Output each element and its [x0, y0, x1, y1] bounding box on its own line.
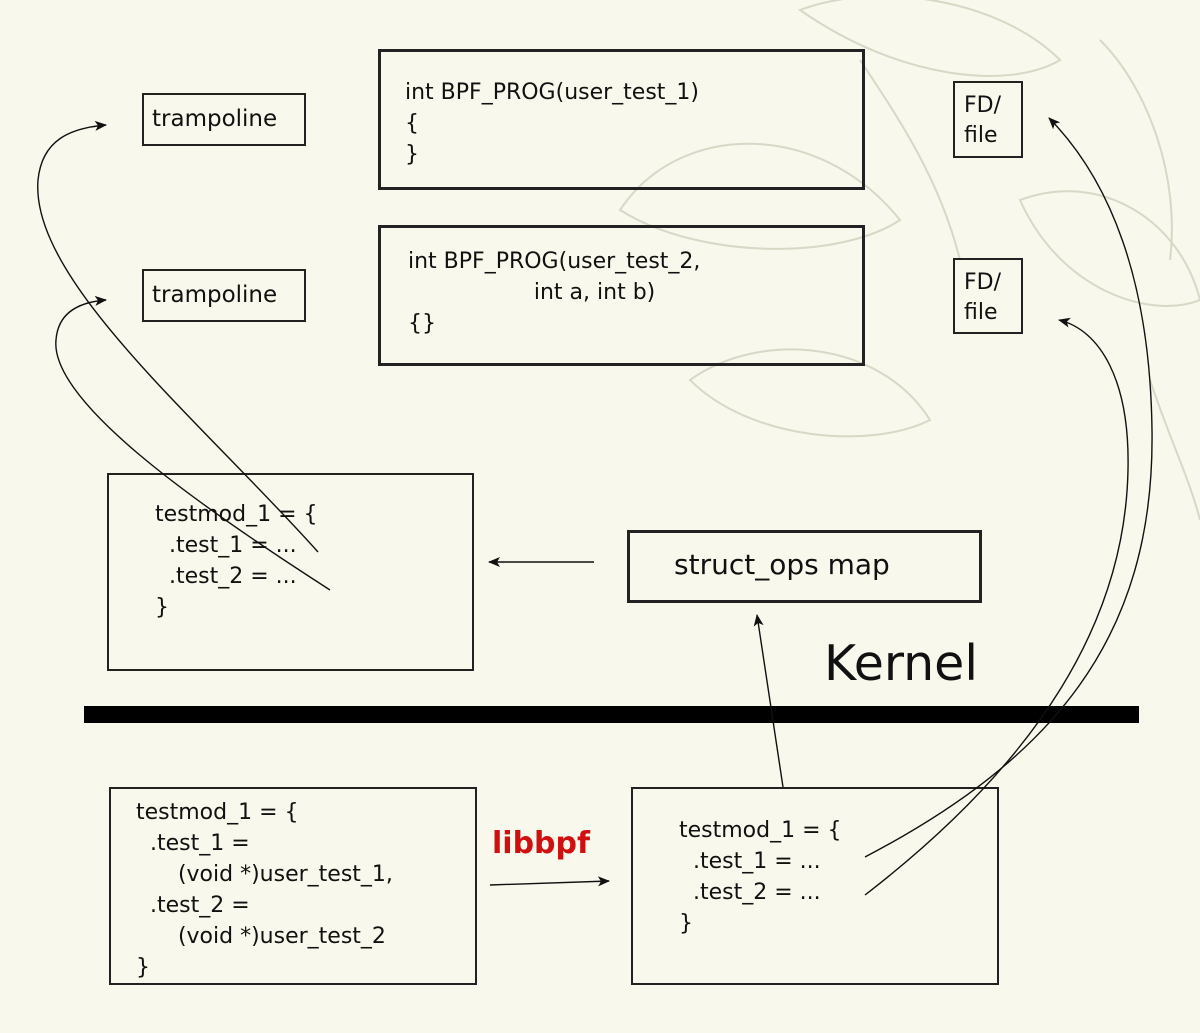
- user-source-box: testmod_1 = { .test_1 = (void *)user_tes…: [109, 787, 477, 985]
- code-line: }: [405, 142, 419, 167]
- user-source-code: testmod_1 = { .test_1 = (void *)user_tes…: [136, 797, 393, 983]
- code-line: (void *)user_test_1,: [136, 862, 393, 887]
- code-line: }: [136, 955, 150, 980]
- code-line: testmod_1 = {: [136, 800, 299, 825]
- code-line: .test_1 = ...: [155, 533, 297, 558]
- kernel-label: Kernel: [824, 635, 978, 692]
- code-line: testmod_1 = {: [679, 818, 842, 843]
- test2-to-fd-2-arrow: [864, 317, 1129, 896]
- trampoline-label-1: trampoline: [152, 106, 278, 132]
- trampoline-label-2: trampoline: [152, 282, 278, 308]
- fd-line: file: [964, 123, 998, 148]
- libbpf-arrow: [489, 876, 610, 887]
- code-line: int BPF_PROG(user_test_2,: [408, 249, 701, 274]
- code-line: int a, int b): [408, 280, 656, 305]
- fd-file-label-2: FD/ file: [964, 268, 1001, 328]
- code-line: testmod_1 = {: [155, 502, 318, 527]
- fd-file-label-1: FD/ file: [964, 91, 1001, 151]
- loaded-to-struct-ops-arrow: [753, 614, 784, 788]
- code-line: .test_2 =: [136, 893, 250, 918]
- struct-ops-map-box: struct_ops map: [627, 530, 982, 603]
- code-line: }: [155, 595, 169, 620]
- code-line: }: [679, 911, 693, 936]
- fd-file-box-2: FD/ file: [953, 258, 1023, 334]
- kernel-struct-code: testmod_1 = { .test_1 = ... .test_2 = ..…: [155, 499, 318, 623]
- test2-to-trampoline-2-arrow: [55, 295, 331, 591]
- bpf-prog-box-2: int BPF_PROG(user_test_2, int a, int b) …: [378, 225, 865, 366]
- code-line: (void *)user_test_2: [136, 924, 386, 949]
- trampoline-box-1: trampoline: [142, 93, 306, 146]
- kernel-struct-box: testmod_1 = { .test_1 = ... .test_2 = ..…: [107, 473, 474, 671]
- test1-to-fd-1-arrow: [864, 117, 1153, 858]
- bpf-prog-code-1: int BPF_PROG(user_test_1) { }: [405, 77, 699, 170]
- fd-file-box-1: FD/ file: [953, 81, 1023, 158]
- code-line: .test_1 = ...: [679, 849, 821, 874]
- kernel-user-boundary: [84, 706, 1139, 723]
- struct-ops-map-label: struct_ops map: [674, 548, 890, 581]
- code-line: {: [405, 111, 419, 136]
- code-line: int BPF_PROG(user_test_1): [405, 80, 700, 105]
- fd-line: file: [964, 300, 998, 325]
- code-line: .test_2 = ...: [155, 564, 297, 589]
- code-line: .test_1 =: [136, 831, 250, 856]
- bpf-prog-code-2: int BPF_PROG(user_test_2, int a, int b) …: [408, 246, 700, 339]
- user-loaded-code: testmod_1 = { .test_1 = ... .test_2 = ..…: [679, 815, 842, 939]
- fd-line: FD/: [964, 270, 1002, 295]
- test1-to-trampoline-1-arrow: [37, 120, 319, 553]
- bpf-prog-box-1: int BPF_PROG(user_test_1) { }: [378, 49, 865, 190]
- user-loaded-box: testmod_1 = { .test_1 = ... .test_2 = ..…: [631, 787, 999, 985]
- code-line: .test_2 = ...: [679, 880, 821, 905]
- libbpf-label: libbpf: [492, 826, 591, 861]
- trampoline-box-2: trampoline: [142, 269, 306, 322]
- code-line: {}: [408, 311, 436, 336]
- fd-line: FD/: [964, 93, 1002, 118]
